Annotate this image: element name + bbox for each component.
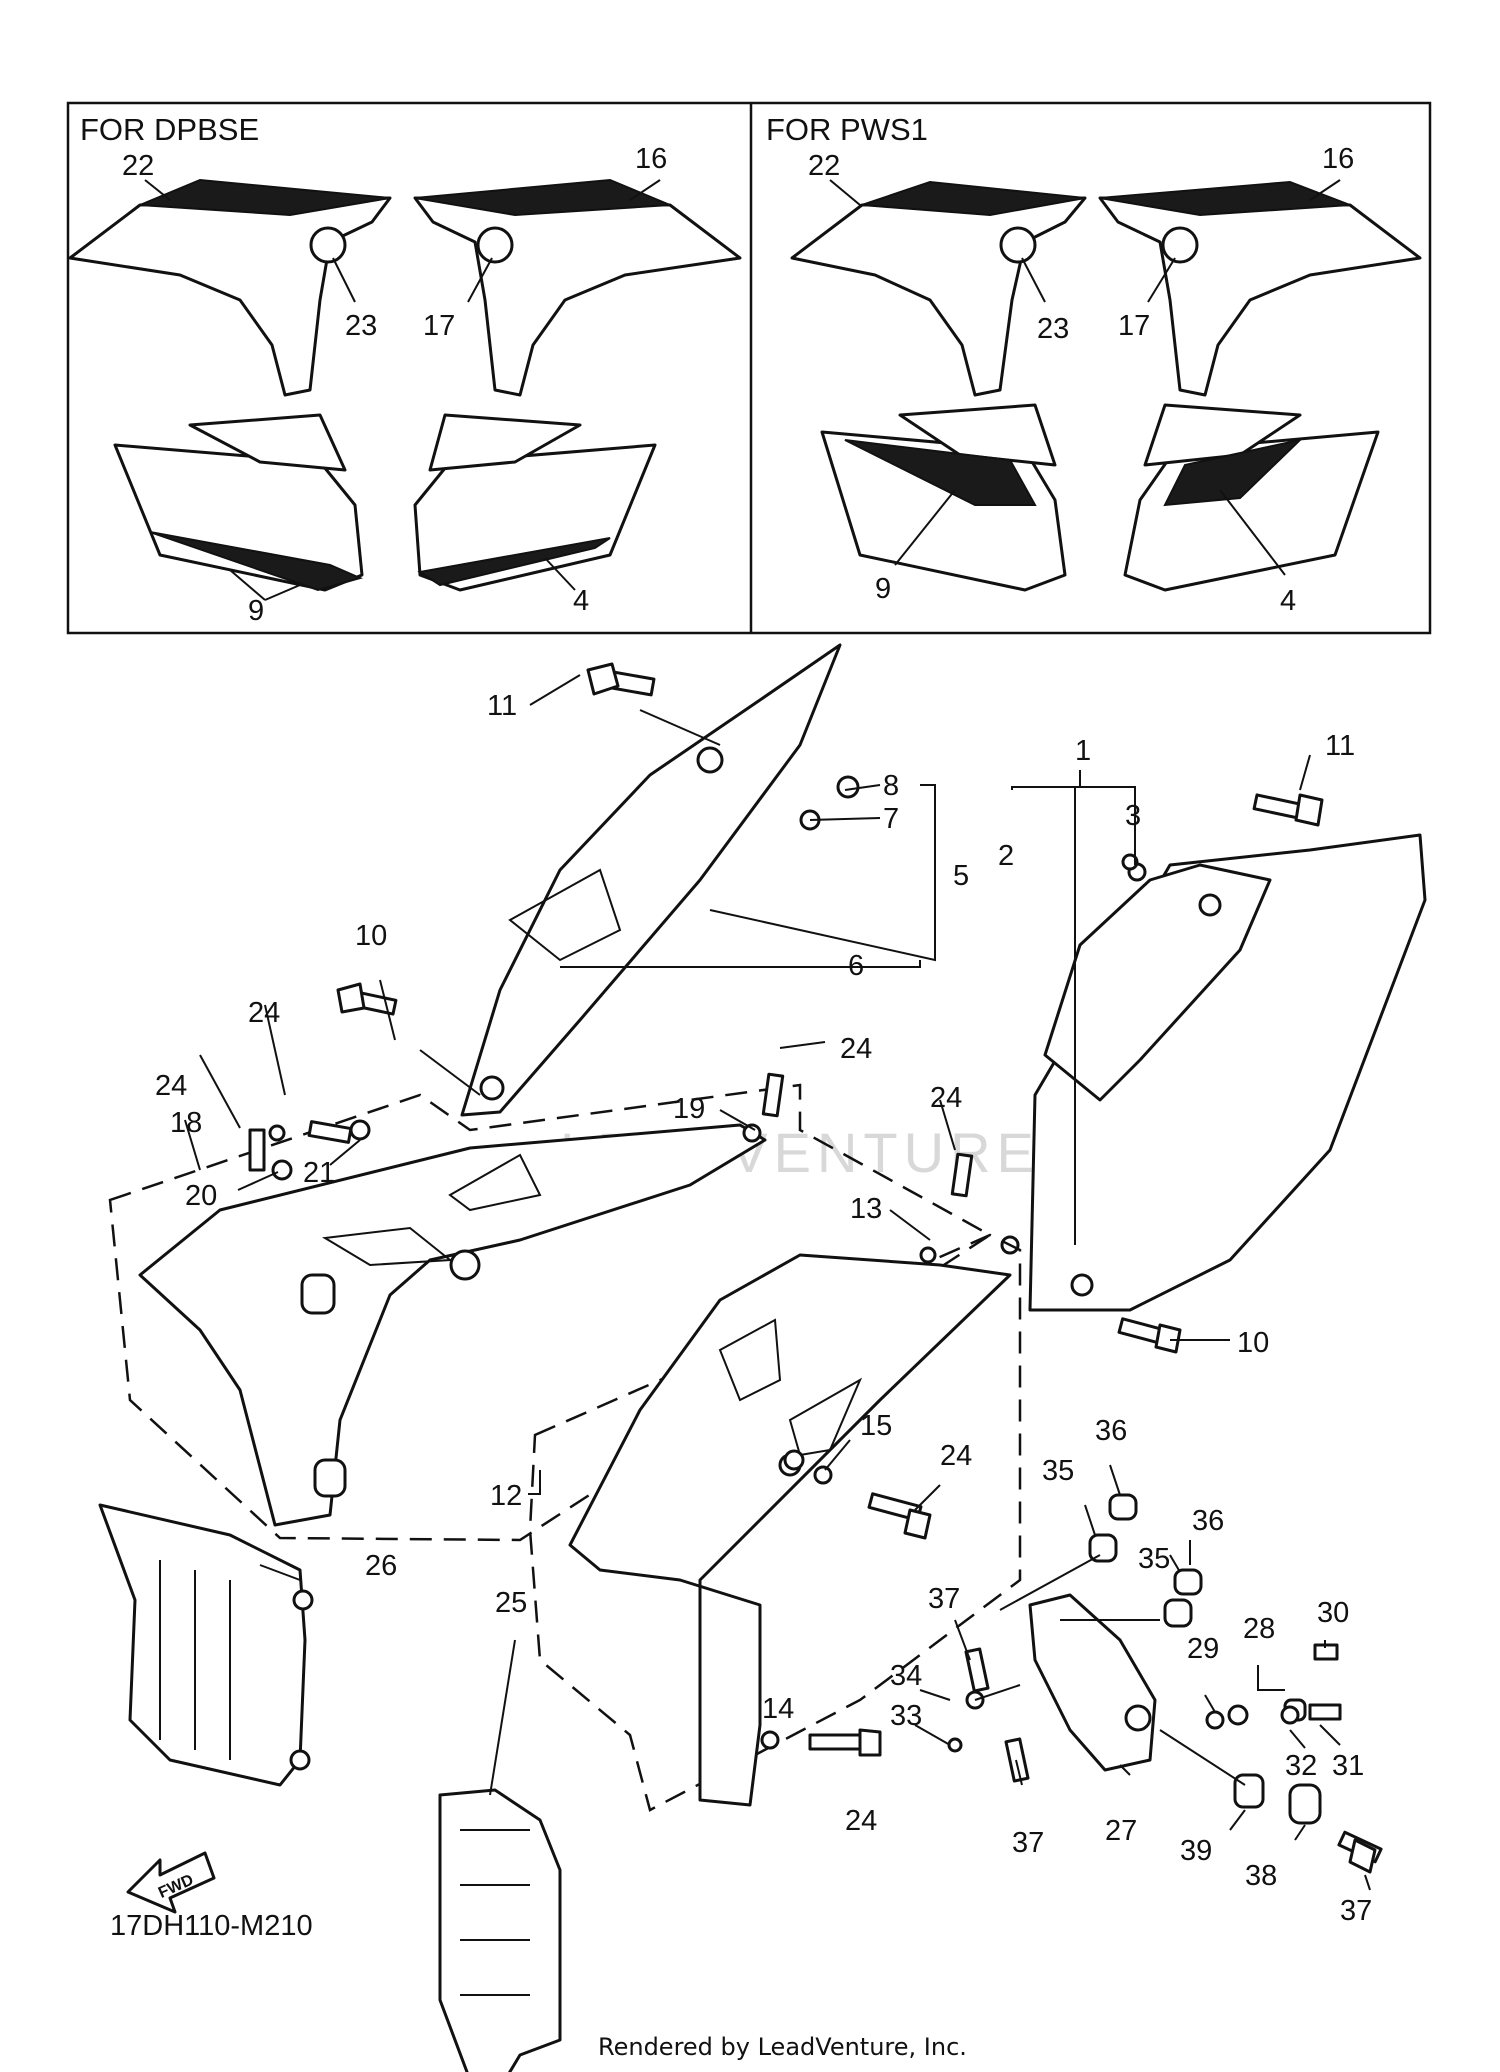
inset-dpbse: FOR DPBSE 22 16 23 17 9 4	[68, 112, 742, 627]
side-cover-left-graphic	[844, 439, 1037, 506]
side-cover-top-part	[1043, 863, 1272, 1102]
inset-title: FOR DPBSE	[80, 112, 259, 147]
label-16-dpbse: 16	[635, 143, 667, 175]
label-4-dpbse: 4	[573, 585, 589, 617]
shroud-right-drawing	[1098, 196, 1422, 397]
emblem-left	[999, 226, 1037, 264]
shroud-right-drawing	[413, 196, 742, 397]
fwd-arrow-icon: FWD	[126, 1851, 216, 1914]
side-cover-right-top	[1143, 403, 1302, 467]
callout-30: 30	[1317, 1597, 1349, 1629]
callout-29: 29	[1187, 1633, 1219, 1665]
side-cover-left-graphic	[149, 531, 363, 592]
label-23-pws1: 23	[1037, 313, 1069, 345]
callout-36a: 36	[1095, 1415, 1127, 1447]
label-17-dpbse: 17	[423, 310, 455, 342]
emblem-right	[1161, 226, 1199, 264]
leader-lines	[184, 674, 1371, 1891]
diagram-code: 17DH110-M210	[110, 1910, 313, 1942]
shroud-left-drawing	[68, 196, 392, 397]
radiator-guard-right	[438, 1788, 562, 2072]
shroud-part	[138, 1123, 767, 1527]
bracket-assembly	[1028, 1593, 1157, 1772]
label-16-pws1: 16	[1322, 143, 1354, 175]
footer-credit: Rendered by LeadVenture, Inc.	[598, 2033, 967, 2061]
inset-pws1: FOR PWS1 22 16 23 17 9 4	[766, 112, 1422, 617]
inset-frame	[66, 101, 1432, 635]
callout-24c: 24	[840, 1033, 872, 1065]
callout-37a: 37	[928, 1583, 960, 1615]
callout-7: 7	[883, 803, 899, 835]
callout-labels: 1 2 3 5 6 7 8 10 10 11 11 12 13 14 15 18…	[155, 690, 1372, 1927]
callout-24e: 24	[940, 1440, 972, 1472]
callout-13: 13	[850, 1193, 882, 1225]
callout-3: 3	[1125, 800, 1141, 832]
callout-36b: 36	[1192, 1505, 1224, 1537]
callout-24d: 24	[930, 1082, 962, 1114]
callout-12: 12	[490, 1480, 522, 1512]
side-cover-right-top	[428, 413, 582, 472]
side-cover-left-top	[898, 403, 1057, 467]
label-4-pws1: 4	[1280, 585, 1296, 617]
callout-15: 15	[860, 1410, 892, 1442]
callout-21: 21	[303, 1157, 335, 1189]
callout-39: 39	[1180, 1835, 1212, 1867]
shroud-right-graphic	[414, 178, 671, 217]
emblem-right	[476, 226, 514, 264]
side-cover-right-graphic	[1163, 438, 1304, 507]
label-17-pws1: 17	[1118, 310, 1150, 342]
label-9-dpbse: 9	[248, 595, 264, 627]
fasteners	[248, 662, 1383, 1874]
callout-35a: 35	[1042, 1455, 1074, 1487]
emblem-left	[309, 226, 347, 264]
main-exploded-view: FWD	[98, 643, 1427, 2072]
callout-24a: 24	[155, 1070, 187, 1102]
callout-26: 26	[365, 1550, 397, 1582]
label-9-pws1: 9	[875, 573, 891, 605]
shroud-left-graphic	[861, 180, 1086, 217]
callout-38: 38	[1245, 1860, 1277, 1892]
callout-10a: 10	[355, 920, 387, 952]
side-cover-left-top	[188, 413, 347, 472]
callout-10b: 10	[1237, 1327, 1269, 1359]
upper-cover-part	[460, 643, 842, 1117]
side-cover-right-graphic	[417, 537, 611, 587]
callout-24f: 24	[845, 1805, 877, 1837]
label-22-pws1: 22	[808, 150, 840, 182]
shroud-lower-part	[568, 1253, 1012, 1807]
callout-18: 18	[170, 1107, 202, 1139]
callout-19: 19	[673, 1093, 705, 1125]
callout-25: 25	[495, 1587, 527, 1619]
shroud-right-graphic	[1099, 180, 1351, 217]
callout-1: 1	[1075, 735, 1091, 767]
callout-11b: 11	[1325, 730, 1355, 762]
callout-28: 28	[1243, 1613, 1275, 1645]
callout-34: 34	[890, 1660, 922, 1692]
callout-8: 8	[883, 770, 899, 802]
radiator-guard-left	[98, 1503, 307, 1787]
callout-20: 20	[185, 1180, 217, 1212]
shroud-left-graphic	[139, 178, 391, 217]
callout-31: 31	[1332, 1750, 1364, 1782]
callout-35b: 35	[1138, 1543, 1170, 1575]
callout-37c: 37	[1340, 1895, 1372, 1927]
callout-24b: 24	[248, 997, 280, 1029]
inset-title: FOR PWS1	[766, 112, 928, 147]
callout-27: 27	[1105, 1815, 1137, 1847]
callout-32: 32	[1285, 1750, 1317, 1782]
callout-33: 33	[890, 1700, 922, 1732]
label-23-dpbse: 23	[345, 310, 377, 342]
callout-14: 14	[762, 1693, 794, 1725]
label-22-dpbse: 22	[122, 150, 154, 182]
callout-11a: 11	[487, 690, 517, 722]
callout-37b: 37	[1012, 1827, 1044, 1859]
callout-5: 5	[953, 860, 969, 892]
callout-6: 6	[848, 950, 864, 982]
callout-2: 2	[998, 840, 1014, 872]
